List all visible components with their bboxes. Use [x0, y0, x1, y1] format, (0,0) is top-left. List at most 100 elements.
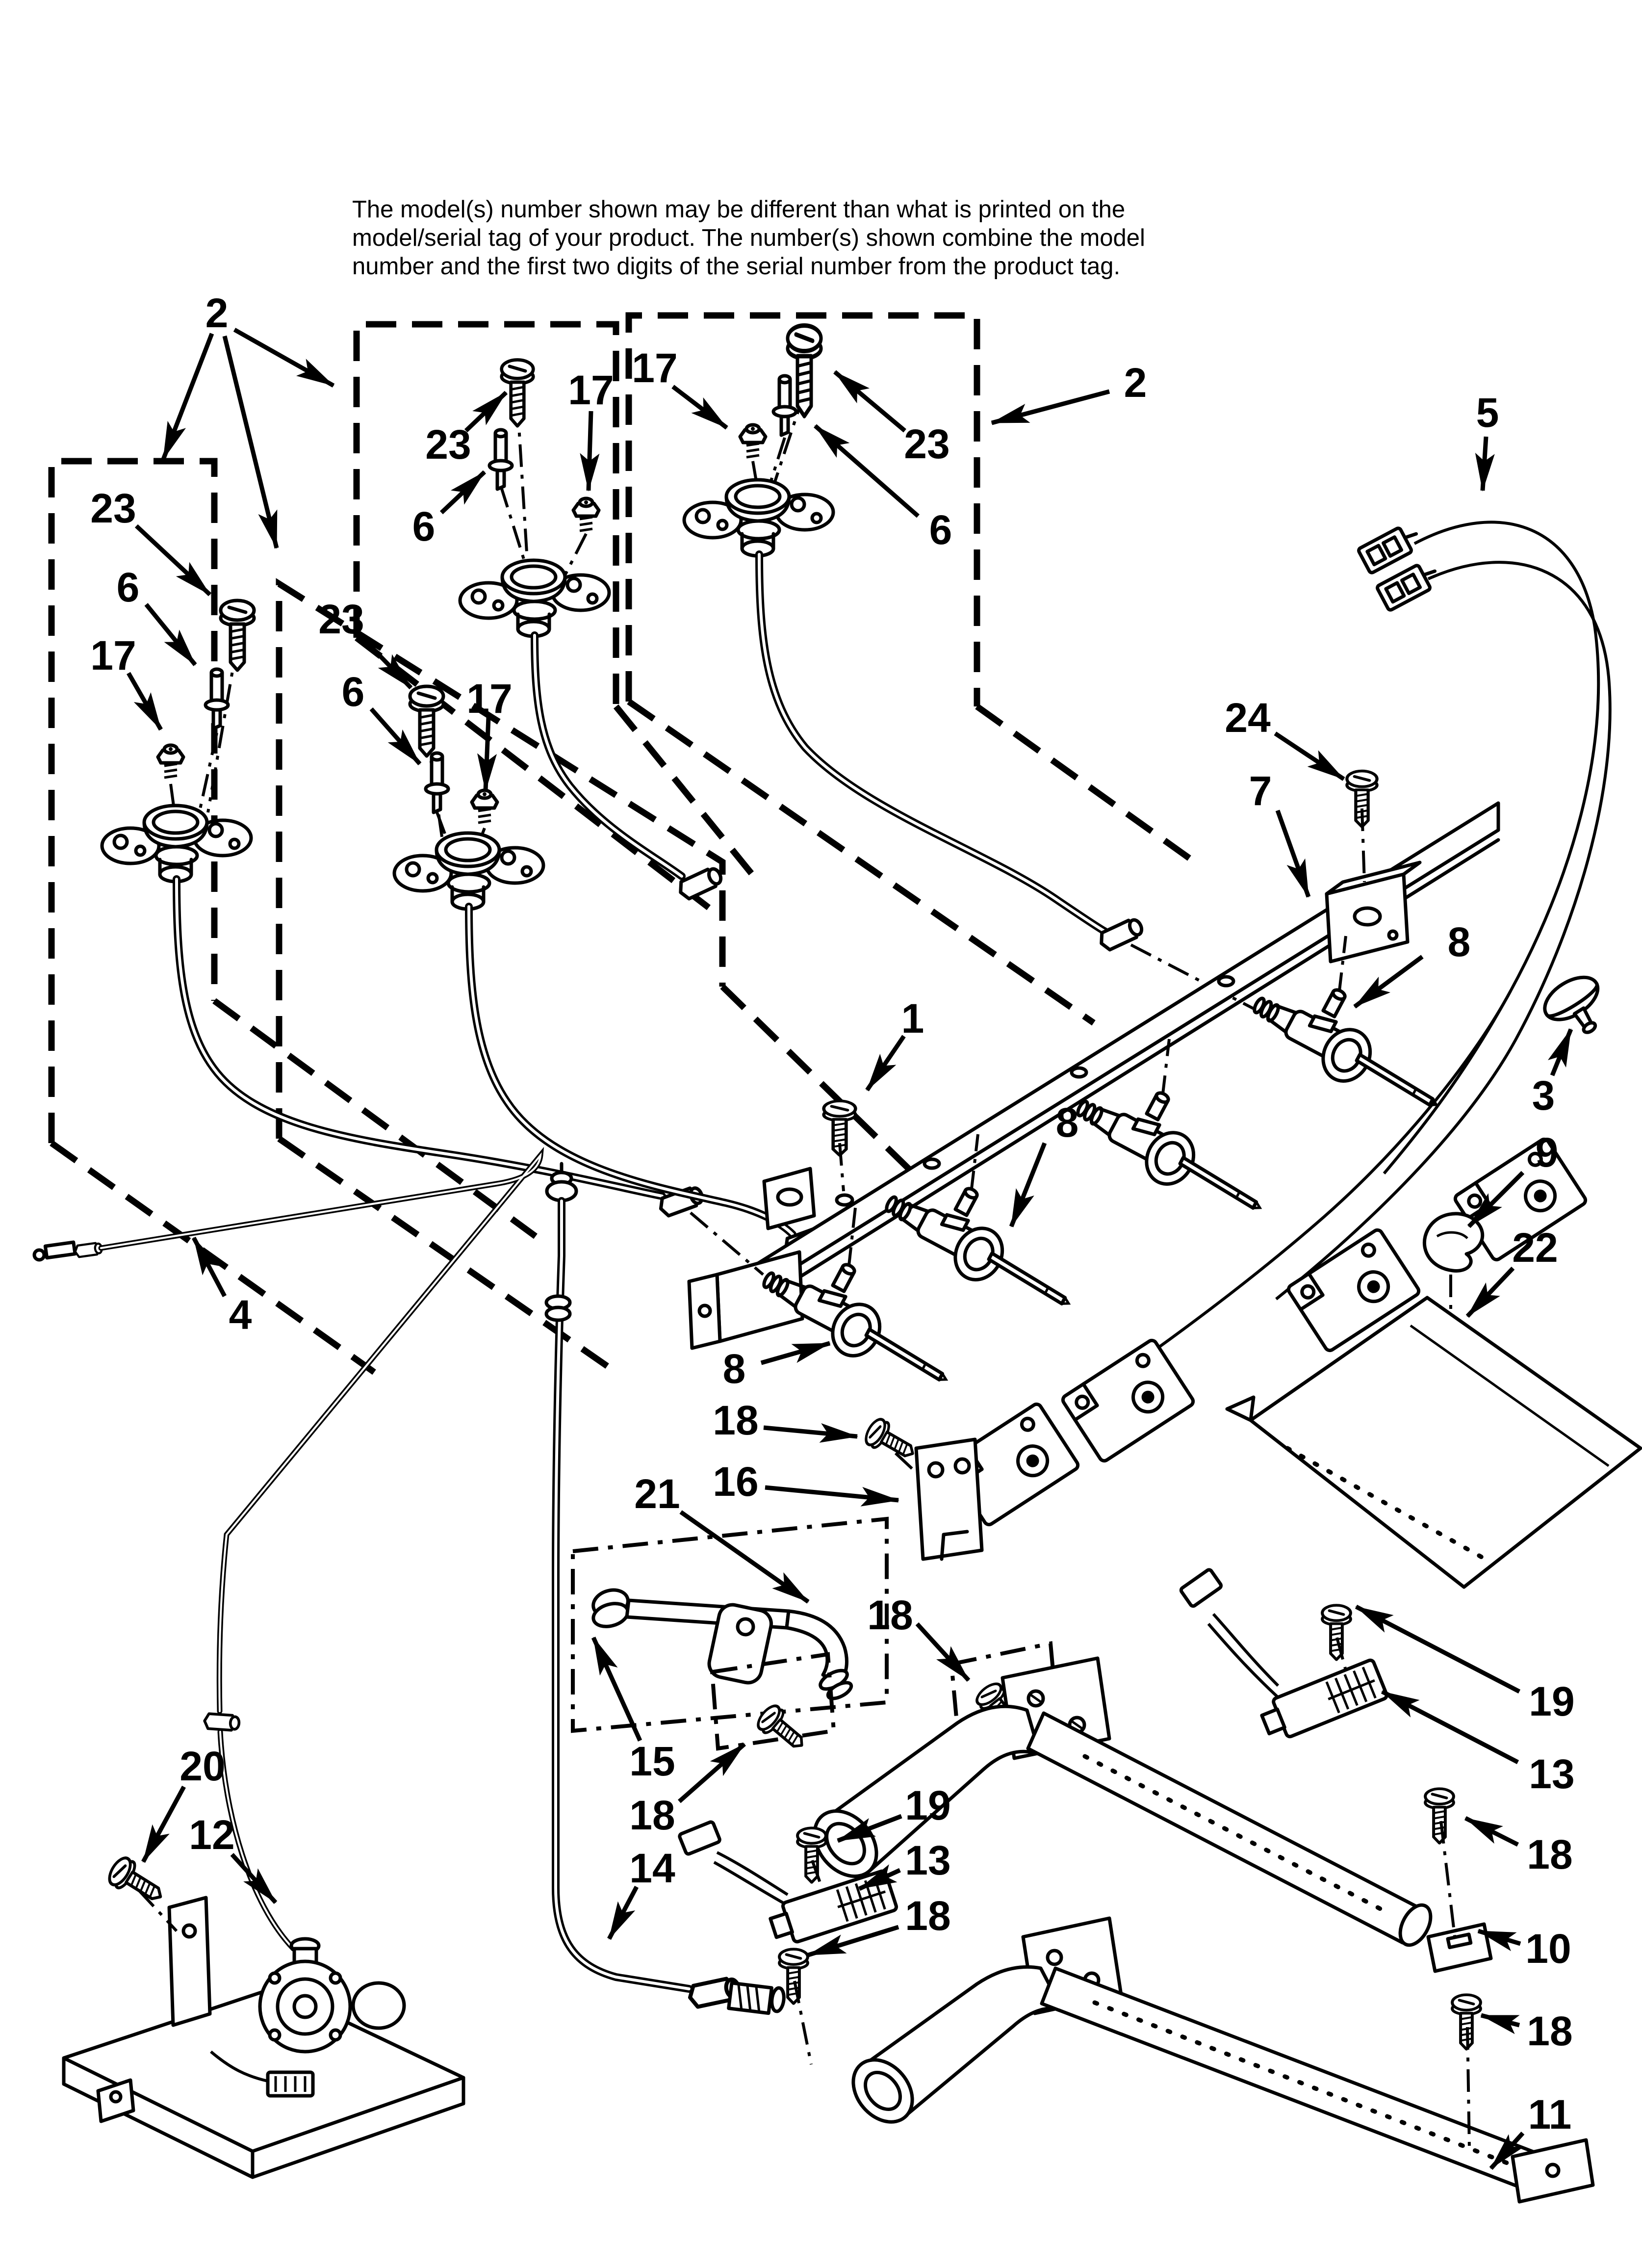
dashed-box-mid-left [276, 578, 922, 1375]
callout-18: 18 [1527, 1831, 1572, 1877]
manifold-screw-1 [824, 1101, 856, 1207]
pressure-regulator-assembly [62, 1729, 465, 2179]
callout-arrow-15 [591, 1637, 642, 1742]
callout-arrow-18 [1480, 2013, 1520, 2034]
callout-arrow-24 [1274, 731, 1345, 781]
callout-8: 8 [1056, 1099, 1079, 1146]
callout-arrow-10 [1477, 1929, 1521, 1952]
callout-23: 23 [318, 596, 364, 642]
callout-arrow-6 [814, 424, 920, 518]
callout-24: 24 [1225, 695, 1271, 741]
screw-18-elbow [710, 1652, 836, 1756]
callout-arrow-1 [865, 1035, 906, 1092]
callout-22: 22 [1512, 1225, 1558, 1271]
callout-arrow-5 [1475, 436, 1495, 492]
callout-15: 15 [629, 1738, 675, 1784]
callout-arrow-23 [833, 370, 906, 433]
callout-23: 23 [425, 421, 471, 468]
callout-arrow-8 [1009, 1142, 1047, 1227]
callout-2: 2 [1124, 360, 1147, 406]
callout-18: 18 [867, 1592, 913, 1638]
burner-assembly-mid-left [394, 686, 830, 1258]
oven-supply-tube [544, 1162, 786, 2015]
callout-arrow-17 [671, 385, 728, 430]
callout-13: 13 [1529, 1751, 1574, 1797]
callout-arrow-19 [837, 1814, 902, 1843]
callout-21: 21 [634, 1471, 680, 1517]
callout-arrow-4 [192, 1236, 227, 1298]
callout-arrow-22 [1465, 1266, 1515, 1318]
plug-button [1543, 975, 1600, 1034]
callout-arrow-12 [230, 1852, 278, 1904]
callout-arrow-17 [477, 717, 497, 792]
callout-17: 17 [568, 367, 614, 413]
callout-7: 7 [1249, 768, 1272, 814]
burner-assembly-mid-top [460, 360, 724, 901]
callout-arrow-18 [915, 1622, 971, 1682]
callout-6: 6 [117, 564, 140, 610]
callout-arrow-19 [1355, 1605, 1521, 1694]
callout-arrow-14 [607, 1885, 639, 1940]
manifold-bracket [1325, 860, 1422, 964]
callout-arrow-8 [760, 1341, 831, 1365]
callout-arrow-2 [991, 389, 1110, 425]
callout-12: 12 [189, 1812, 234, 1858]
callout-8: 8 [1448, 919, 1471, 965]
callout-6: 6 [412, 503, 436, 549]
callout-18: 18 [713, 1397, 758, 1443]
callout-10: 10 [1525, 1926, 1571, 1972]
callout-5: 5 [1476, 390, 1499, 436]
callout-arrow-6 [144, 603, 197, 666]
callout-9: 9 [1536, 1129, 1559, 1175]
surface-burner-valves [690, 936, 1462, 1402]
callout-arrow-23 [359, 634, 413, 690]
callout-arrow-13 [858, 1864, 901, 1891]
gas-tube-4 [32, 1147, 544, 1731]
callout-arrow-16 [765, 1485, 899, 1507]
disclaimer-line-1: The model(s) number shown may be differe… [352, 196, 1126, 223]
callout-arrow-17 [127, 672, 163, 731]
callout-13: 13 [905, 1837, 950, 1883]
callout-arrow-18 [807, 1925, 899, 1957]
callout-arrow-17 [580, 411, 600, 492]
callout-20: 20 [180, 1743, 225, 1789]
callout-6: 6 [342, 669, 365, 715]
callout-arrow-21 [679, 1510, 810, 1604]
callout-arrow-6 [369, 707, 422, 765]
manifold-pipe [687, 801, 1500, 1350]
callout-arrow-2 [161, 333, 214, 460]
elbow-mixer-21 [571, 1516, 889, 1733]
shield-clip [1423, 1212, 1485, 1411]
callout-14: 14 [629, 1845, 675, 1891]
burner-assembly-right [684, 326, 1257, 1011]
callout-arrow-18 [763, 1423, 858, 1443]
callout-arrow-18 [678, 1742, 746, 1803]
callout-23: 23 [90, 485, 136, 531]
callout-arrow-11 [1489, 2131, 1525, 2170]
igniter-switch-right [1179, 1568, 1388, 1744]
dashed-box-mid-top [353, 321, 758, 911]
igniter-switch-mid [678, 1820, 898, 1948]
disclaimer-line-3: number and the first two digits of the s… [352, 253, 1121, 280]
callout-1: 1 [901, 995, 924, 1042]
screw-18-burner-bracket [949, 1641, 1060, 1741]
callout-19: 19 [1529, 1678, 1574, 1724]
callout-18: 18 [629, 1792, 675, 1838]
callout-11: 11 [1528, 2091, 1572, 2138]
callout-6: 6 [929, 507, 952, 553]
callout-arrow-23 [134, 524, 212, 597]
disclaimer-line-2: model/serial tag of your product. The nu… [352, 225, 1145, 251]
callout-arrow-23 [464, 391, 508, 433]
bake-burner [779, 1916, 1595, 2204]
callout-arrow-6 [439, 470, 487, 515]
callout-arrow-2 [222, 335, 279, 549]
callout-23: 23 [904, 421, 949, 467]
callout-arrow-2 [233, 328, 335, 388]
disclaimer-text: The model(s) number shown may be differe… [352, 195, 1145, 281]
callout-17: 17 [90, 632, 136, 678]
callout-17: 17 [632, 345, 677, 391]
callout-arrow-8 [1353, 955, 1424, 1009]
callout-arrow-20 [141, 1785, 186, 1863]
